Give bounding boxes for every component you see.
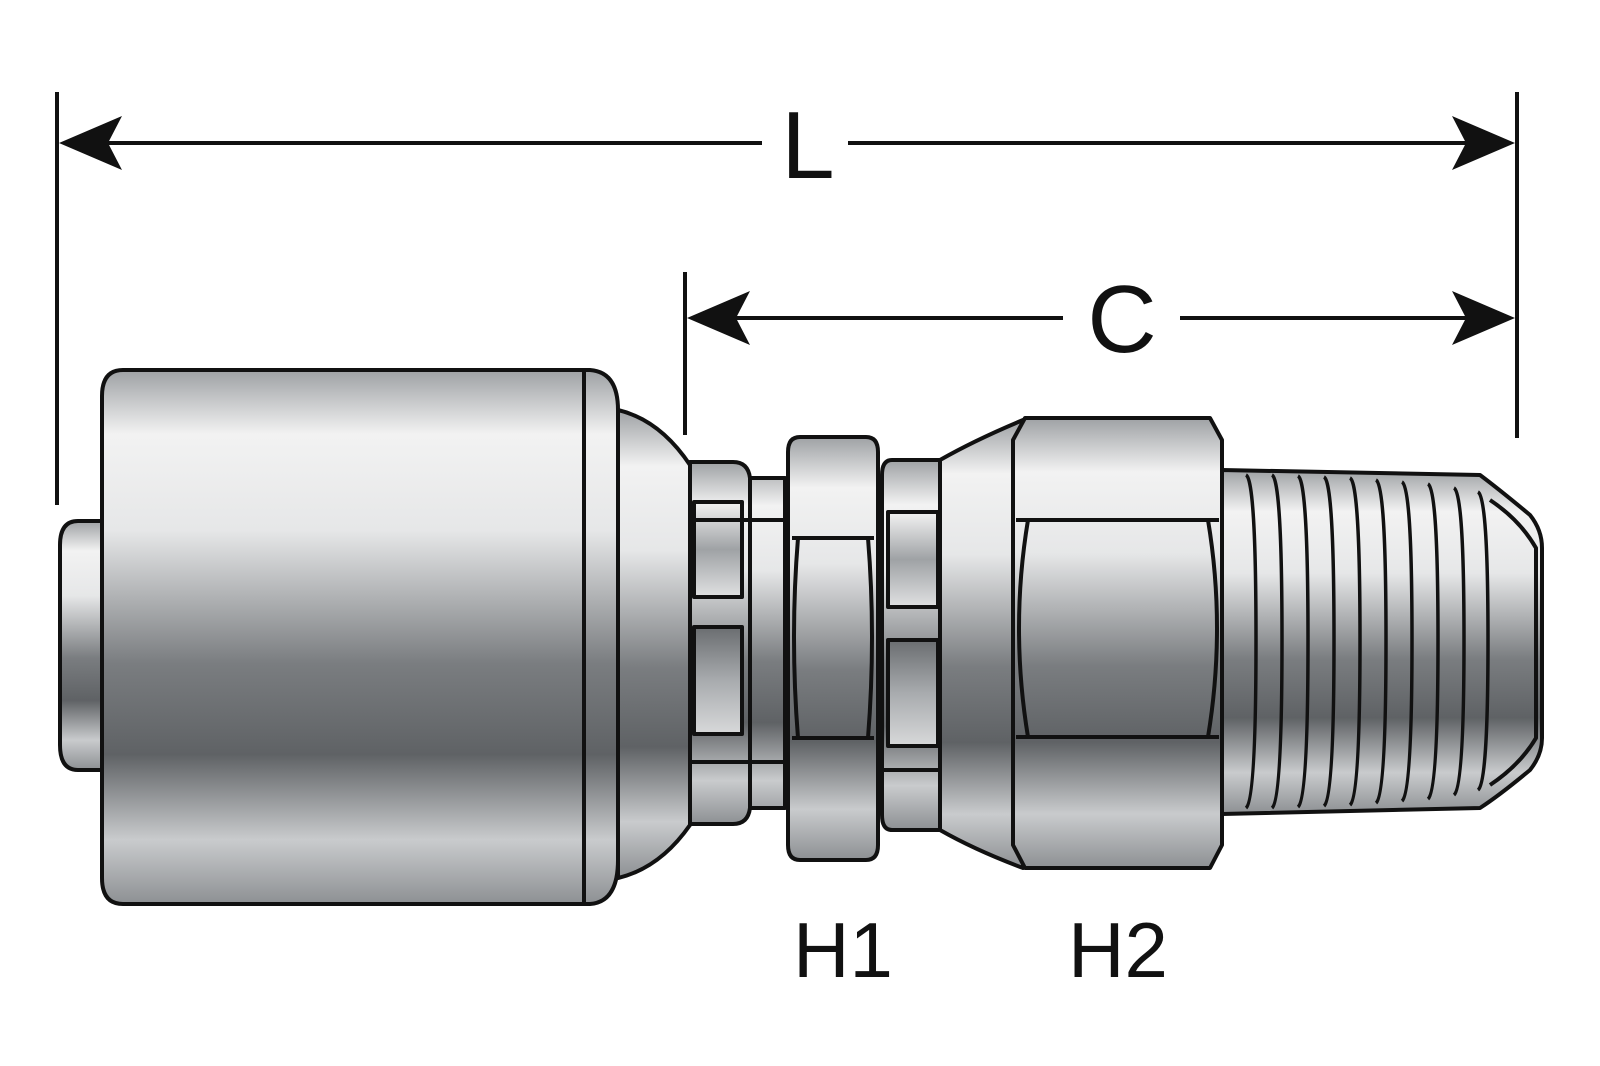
dimension-c-label: C [1087, 266, 1156, 373]
dimension-l-arrow-right [1452, 116, 1515, 170]
hex-h1-flat-curve [792, 537, 800, 739]
thread-crest [1296, 474, 1310, 809]
thread-crests [1244, 473, 1490, 810]
thread-crest [1348, 476, 1362, 807]
hose-insert-stub [58, 519, 106, 772]
thread-crest [1452, 486, 1466, 797]
dimension-l-label: L [781, 92, 834, 199]
dimension-l [55, 92, 1519, 505]
collar-segment [692, 500, 744, 599]
thread-crest [1270, 473, 1284, 810]
hex-h1 [786, 435, 880, 862]
hex-h1-label: H1 [793, 906, 893, 994]
hex-h2-flat-curve [1017, 519, 1030, 738]
nut-taper [938, 418, 1025, 870]
hex-h2-label: H2 [1068, 906, 1168, 994]
fitting-body [58, 368, 1544, 906]
thread-crest [1426, 482, 1440, 801]
thread-crest [1400, 480, 1414, 803]
thread-crest [1374, 478, 1388, 805]
hex-h1-flat-curve [866, 537, 874, 739]
collar-segment [692, 625, 744, 736]
dimension-c [683, 272, 1515, 435]
hex-h2 [1011, 416, 1224, 870]
thread-crest [1476, 490, 1490, 792]
thread-crest [1244, 473, 1258, 810]
thread-chamfer [1488, 498, 1538, 787]
dimension-c-arrow-left [687, 291, 750, 345]
collar-segments [690, 478, 785, 808]
dimension-c-arrow-right [1452, 291, 1515, 345]
swivel-segment [886, 638, 940, 748]
swivel-segments [882, 510, 940, 772]
ferrule-shell [100, 368, 620, 906]
ferrule-neck [616, 408, 692, 880]
swivel-segment [886, 510, 940, 609]
hex-h2-flat-curve [1206, 519, 1219, 738]
thread-crest [1322, 475, 1336, 808]
dimension-l-arrow-left [59, 116, 122, 170]
